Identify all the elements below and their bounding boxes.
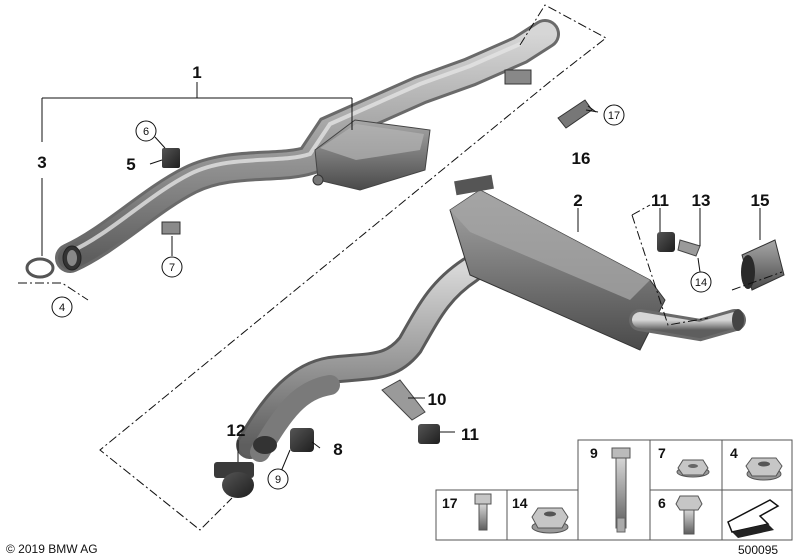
callout-circle-14 bbox=[690, 271, 712, 293]
callout-circle-4 bbox=[51, 296, 73, 318]
callout-labels: 1 2 3 5 8 10 11 11 12 13 15 16 4 6 7 9 1… bbox=[37, 63, 770, 490]
callout-14: 14 bbox=[695, 277, 707, 289]
rubber-mount-5 bbox=[162, 148, 180, 168]
bolt-17-icon bbox=[474, 493, 492, 531]
copyright-text: © 2019 BMW AG bbox=[6, 542, 98, 556]
flange-nut-7-icon bbox=[676, 459, 710, 478]
diagram-number: 500095 bbox=[738, 543, 779, 557]
bracket-10 bbox=[381, 379, 426, 421]
callout-circle-7 bbox=[161, 256, 183, 278]
tailpipe-tip-15 bbox=[741, 239, 785, 291]
leader-lines bbox=[41, 82, 761, 475]
nut-4-icon bbox=[745, 457, 783, 481]
callout-circle-6 bbox=[135, 120, 157, 142]
callout-12: 12 bbox=[227, 421, 246, 440]
callout-5: 5 bbox=[126, 155, 135, 174]
table-label-17: 17 bbox=[442, 495, 458, 511]
bracket-13 bbox=[677, 239, 701, 257]
rubber-mount-11-upper bbox=[657, 232, 675, 252]
bracket-17-top bbox=[504, 69, 532, 85]
callout-11-upper: 11 bbox=[651, 191, 669, 210]
rubber-mount-11-lower bbox=[418, 424, 440, 444]
callout-8: 8 bbox=[333, 440, 342, 459]
dash-dot-reference-lines bbox=[18, 4, 783, 531]
rubber-mount-8 bbox=[290, 428, 314, 452]
bolt-6-icon bbox=[675, 495, 703, 535]
callout-17: 17 bbox=[608, 110, 620, 122]
bracket-7 bbox=[161, 221, 181, 235]
table-label-4: 4 bbox=[730, 445, 738, 461]
gasket-3 bbox=[25, 257, 55, 279]
callout-1: 1 bbox=[192, 63, 201, 82]
table-label-14: 14 bbox=[512, 495, 528, 511]
table-label-7: 7 bbox=[658, 445, 666, 461]
callout-4: 4 bbox=[59, 302, 65, 314]
callout-13: 13 bbox=[692, 191, 711, 210]
table-label-6: 6 bbox=[658, 495, 666, 511]
callout-2: 2 bbox=[573, 191, 582, 210]
callout-circle-17 bbox=[603, 104, 625, 126]
callout-16: 16 bbox=[572, 149, 591, 168]
hardware-table: 9 7 4 17 14 6 bbox=[435, 439, 793, 541]
rear-muffler-assembly bbox=[236, 174, 746, 462]
callout-10: 10 bbox=[428, 390, 447, 409]
front-pipe-catalytic-converter bbox=[55, 19, 560, 273]
direction-arrow-icon bbox=[727, 499, 780, 538]
nut-14-icon bbox=[531, 507, 569, 534]
bracket-16 bbox=[557, 99, 593, 129]
callout-circle-9 bbox=[267, 468, 289, 490]
bolt-9-icon bbox=[611, 447, 631, 533]
table-label-9: 9 bbox=[590, 445, 598, 461]
callout-15: 15 bbox=[751, 191, 770, 210]
callout-11-lower: 11 bbox=[461, 425, 479, 444]
clamp-12 bbox=[214, 462, 254, 498]
callout-9: 9 bbox=[275, 474, 281, 486]
callout-7: 7 bbox=[169, 262, 175, 274]
callout-3: 3 bbox=[37, 153, 46, 172]
callout-6: 6 bbox=[143, 126, 149, 138]
